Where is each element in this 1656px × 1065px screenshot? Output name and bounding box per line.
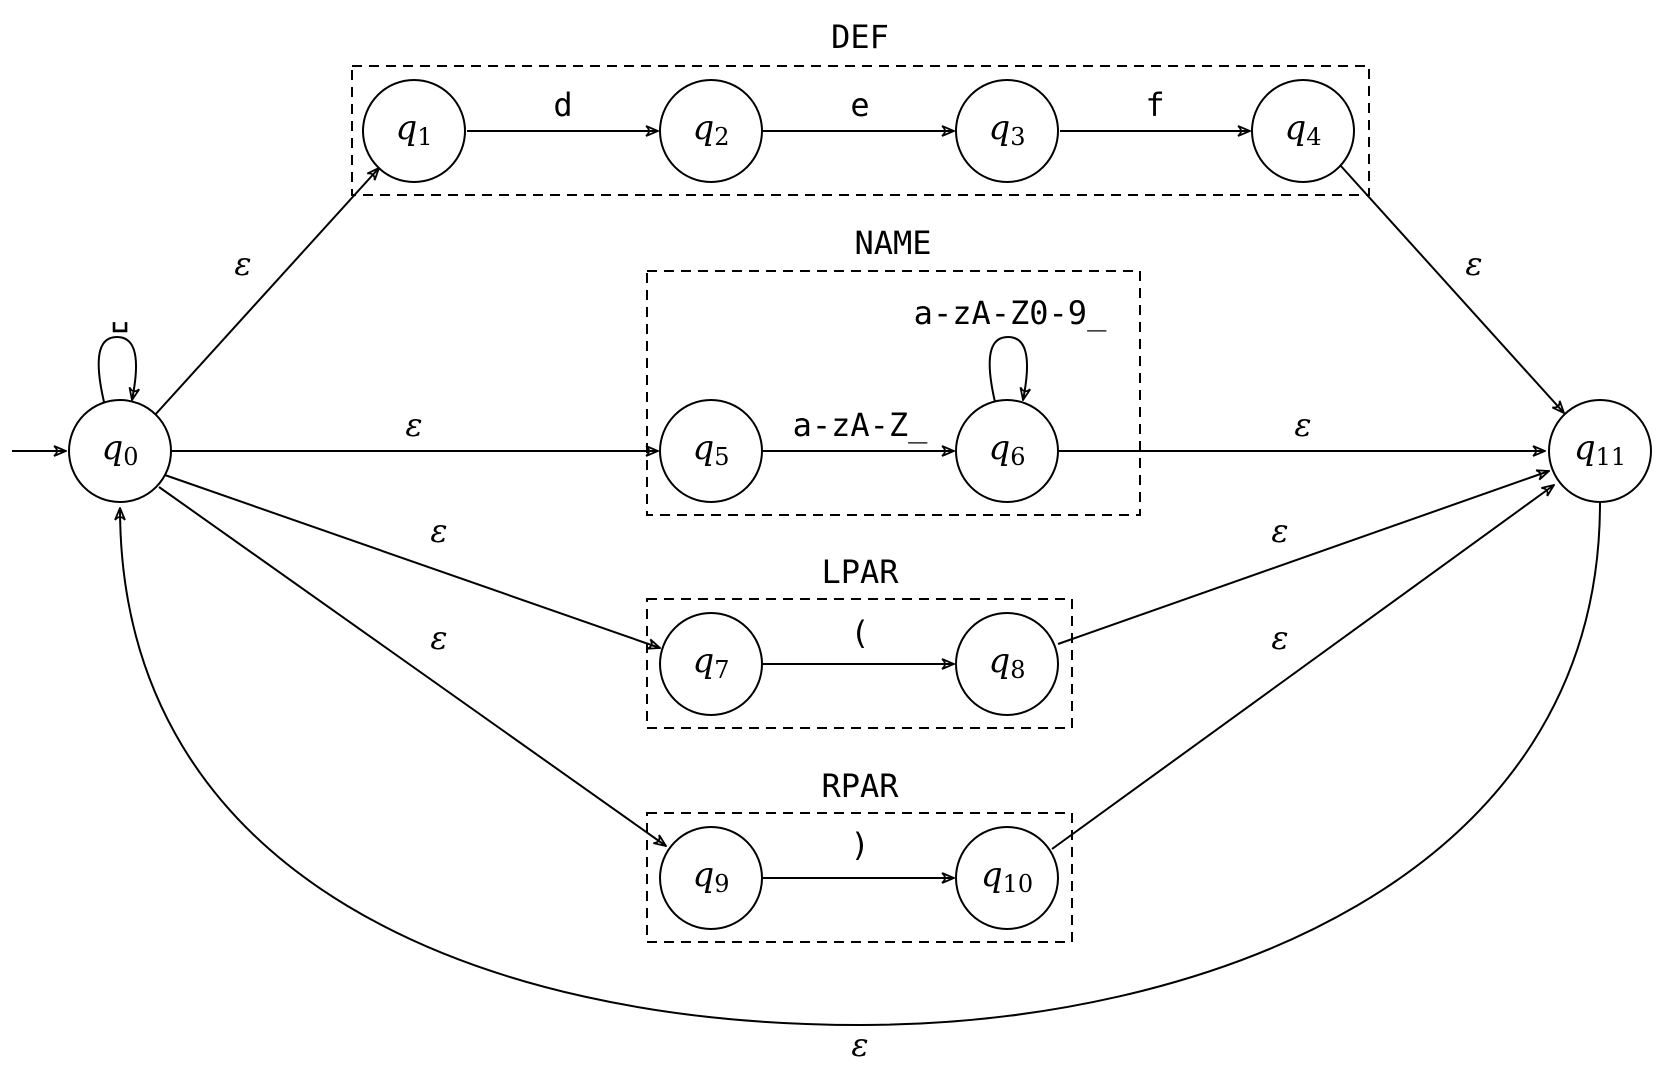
svg-text:q4: q4 [1284, 108, 1321, 151]
name-group-box [646, 270, 1141, 516]
edge-q8-q11 [1057, 471, 1549, 645]
state-q3: q3 [955, 79, 1059, 183]
edge-q4-q11 [1339, 164, 1564, 413]
svg-text:q1: q1 [395, 108, 432, 151]
name-group-label: NAME [854, 224, 931, 262]
label-q0-loop: ␣ [110, 295, 129, 333]
label-q6-loop: a-zA-Z0-9_ [914, 294, 1107, 332]
label-q0-q7: ε [430, 512, 447, 550]
svg-text:q3: q3 [988, 108, 1025, 151]
state-q1: q1 [362, 79, 466, 183]
label-q3-q4: f [1145, 86, 1164, 124]
svg-text:q7: q7 [692, 641, 729, 684]
state-q8: q8 [955, 612, 1059, 716]
label-q1-q2: d [553, 86, 572, 124]
rpar-group-label: RPAR [821, 767, 899, 805]
state-q6: q6 [955, 399, 1059, 503]
lpar-group-label: LPAR [821, 553, 899, 591]
svg-text:q9: q9 [692, 855, 729, 898]
label-q6-q11: ε [1294, 406, 1311, 444]
edge-q11-q0 [120, 502, 1601, 1027]
svg-text:q2: q2 [692, 108, 729, 151]
svg-text:q0: q0 [101, 428, 138, 471]
edge-q6-loop [988, 335, 1027, 403]
def-group-label: DEF [831, 18, 889, 56]
svg-text:q8: q8 [988, 641, 1025, 684]
label-q0-q9: ε [430, 619, 447, 657]
svg-text:q10: q10 [981, 855, 1033, 898]
svg-text:q5: q5 [692, 428, 729, 471]
svg-text:q11: q11 [1574, 428, 1626, 471]
def-group-box [351, 65, 1370, 196]
svg-text:q6: q6 [988, 428, 1025, 471]
state-q10: q10 [955, 826, 1059, 930]
state-q9: q9 [659, 826, 763, 930]
label-q8-q11: ε [1271, 512, 1288, 550]
lpar-group-box [646, 598, 1073, 729]
label-q4-q11: ε [1465, 245, 1482, 283]
label-q7-q8: ( [850, 614, 869, 652]
state-q2: q2 [659, 79, 763, 183]
label-q0-q1: ε [234, 245, 251, 283]
label-q0-q5: ε [405, 406, 422, 444]
label-q5-q6: a-zA-Z_ [793, 406, 929, 444]
label-q10-q11: ε [1271, 619, 1288, 657]
edge-q10-q11 [1051, 485, 1554, 850]
label-q11-q0: ε [851, 1026, 868, 1064]
state-q5: q5 [659, 399, 763, 503]
edge-q0-q7 [161, 473, 660, 648]
state-q0: q0 [68, 399, 172, 503]
state-q4: q4 [1251, 79, 1355, 183]
label-q9-q10: ) [850, 826, 869, 864]
edge-q0-q9 [158, 486, 666, 846]
rpar-group-box [646, 812, 1073, 943]
state-q7: q7 [659, 612, 763, 716]
edge-q0-loop [97, 335, 136, 403]
state-q11: q11 [1548, 399, 1652, 503]
edge-q0-q1 [153, 168, 379, 417]
label-q2-q3: e [850, 86, 869, 124]
